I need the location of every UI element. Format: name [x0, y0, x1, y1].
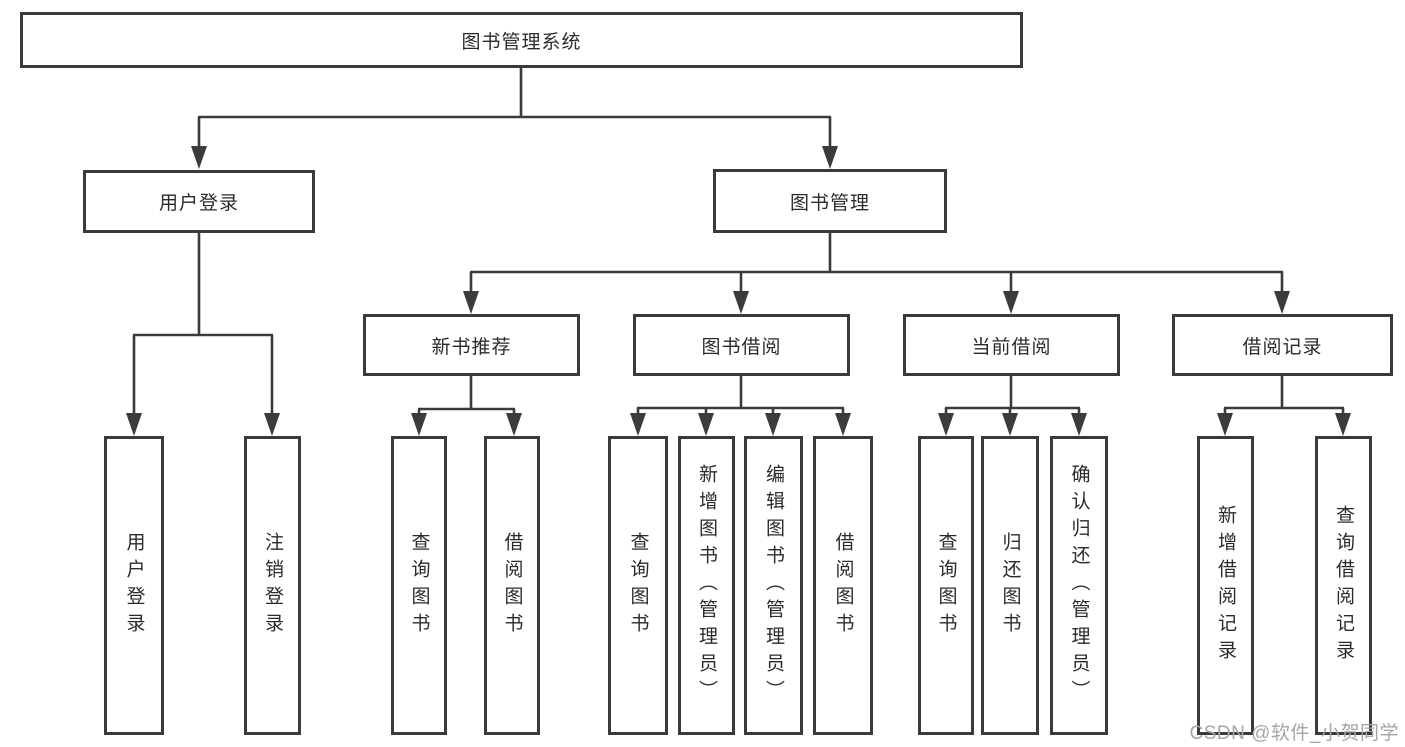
node-new-book-recommend-label: 新书推荐 [431, 336, 512, 358]
node-borrow-records-label: 借阅记录 [1242, 336, 1323, 358]
leaf-query-borrow-record-label: 查询借阅记录 [1333, 504, 1354, 667]
leaf-add-books-admin: 新增图书（管理员） [678, 436, 735, 735]
leaf-query-borrow-record: 查询借阅记录 [1315, 436, 1372, 735]
leaf-user-login-label: 用户登录 [123, 531, 145, 640]
node-root-label: 图书管理系统 [461, 31, 582, 53]
leaf-add-borrow-record-label: 新增借阅记录 [1215, 504, 1236, 667]
node-current-borrow: 当前借阅 [903, 314, 1120, 376]
leaf-query-books-new-label: 查询图书 [408, 531, 430, 640]
leaf-user-login: 用户登录 [104, 436, 164, 735]
leaf-edit-books-admin: 编辑图书（管理员） [744, 436, 803, 735]
leaf-query-books-current-label: 查询图书 [935, 531, 957, 640]
leaf-return-books-label: 归还图书 [999, 531, 1021, 640]
leaf-query-books-current: 查询图书 [918, 436, 974, 735]
leaf-query-books-new: 查询图书 [391, 436, 447, 735]
connector-new-book-children [411, 376, 522, 436]
node-book-management: 图书管理 [713, 169, 947, 233]
leaf-edit-books-admin-label: 编辑图书（管理员） [763, 464, 784, 707]
leaf-borrow-books-new-label: 借阅图书 [501, 531, 523, 640]
node-user-login-label: 用户登录 [158, 193, 239, 214]
connector-current-borrow-children [938, 376, 1087, 436]
leaf-borrow-books-label: 借阅图书 [832, 531, 854, 640]
leaf-return-books: 归还图书 [981, 436, 1039, 735]
leaf-logout-label: 注销登录 [262, 531, 283, 640]
node-borrow-records: 借阅记录 [1172, 314, 1393, 376]
leaf-confirm-return-admin: 确认归还（管理员） [1050, 436, 1108, 735]
leaf-confirm-return-admin-label: 确认归还（管理员） [1068, 464, 1090, 707]
node-new-book-recommend: 新书推荐 [363, 314, 580, 376]
node-root: 图书管理系统 [20, 12, 1023, 68]
connector-user-login-children [126, 233, 280, 436]
leaf-borrow-books-new: 借阅图书 [484, 436, 540, 735]
node-book-borrow: 图书借阅 [633, 314, 850, 376]
node-book-borrow-label: 图书借阅 [701, 336, 782, 358]
leaf-borrow-books: 借阅图书 [813, 436, 873, 735]
connector-root-to-level2 [191, 68, 838, 169]
connector-book-management-children [463, 233, 1290, 314]
leaf-query-books-borrow-label: 查询图书 [627, 531, 649, 640]
node-current-borrow-label: 当前借阅 [971, 336, 1052, 358]
leaf-add-borrow-record: 新增借阅记录 [1197, 436, 1254, 735]
connector-book-borrow-children [630, 376, 851, 436]
node-book-management-label: 图书管理 [789, 192, 870, 214]
leaf-add-books-admin-label: 新增图书（管理员） [696, 464, 717, 707]
connector-borrow-records-children [1217, 376, 1351, 436]
node-user-login: 用户登录 [83, 170, 315, 233]
csdn-watermark: CSDN @软件_小贺同学 [1189, 723, 1399, 744]
leaf-query-books-borrow: 查询图书 [608, 436, 668, 735]
leaf-logout: 注销登录 [244, 436, 301, 735]
